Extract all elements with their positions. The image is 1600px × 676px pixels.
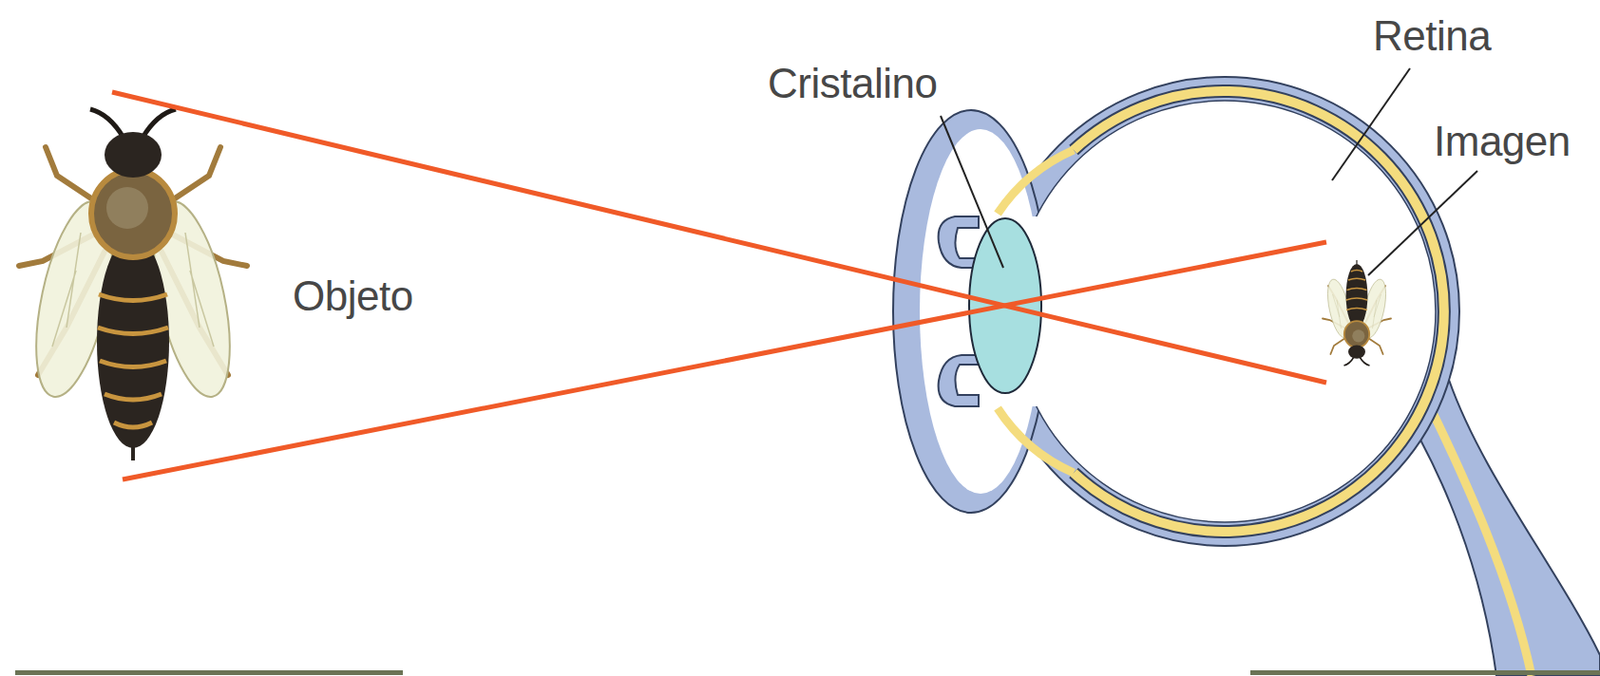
rule bbox=[15, 670, 403, 676]
retina-label: Retina bbox=[1372, 13, 1491, 59]
object-label: Objeto bbox=[292, 273, 414, 320]
image-label: Imagen bbox=[1433, 118, 1571, 165]
bee-object bbox=[19, 109, 248, 461]
bee-image bbox=[1322, 260, 1391, 366]
rule bbox=[1250, 670, 1600, 676]
sclera bbox=[990, 76, 1460, 547]
retina bbox=[1073, 91, 1445, 533]
leader-line bbox=[1368, 171, 1478, 276]
eye-interior bbox=[1013, 100, 1436, 523]
lens-label: Cristalino bbox=[767, 60, 937, 107]
iris-lower bbox=[938, 355, 979, 407]
light-ray bbox=[122, 242, 1327, 480]
leader-line bbox=[940, 115, 1004, 268]
iris-upper bbox=[938, 216, 979, 268]
leader-line bbox=[1332, 68, 1410, 181]
light-ray bbox=[112, 92, 1327, 383]
retina-edge bbox=[1073, 91, 1445, 533]
nerve-core bbox=[1425, 397, 1532, 676]
